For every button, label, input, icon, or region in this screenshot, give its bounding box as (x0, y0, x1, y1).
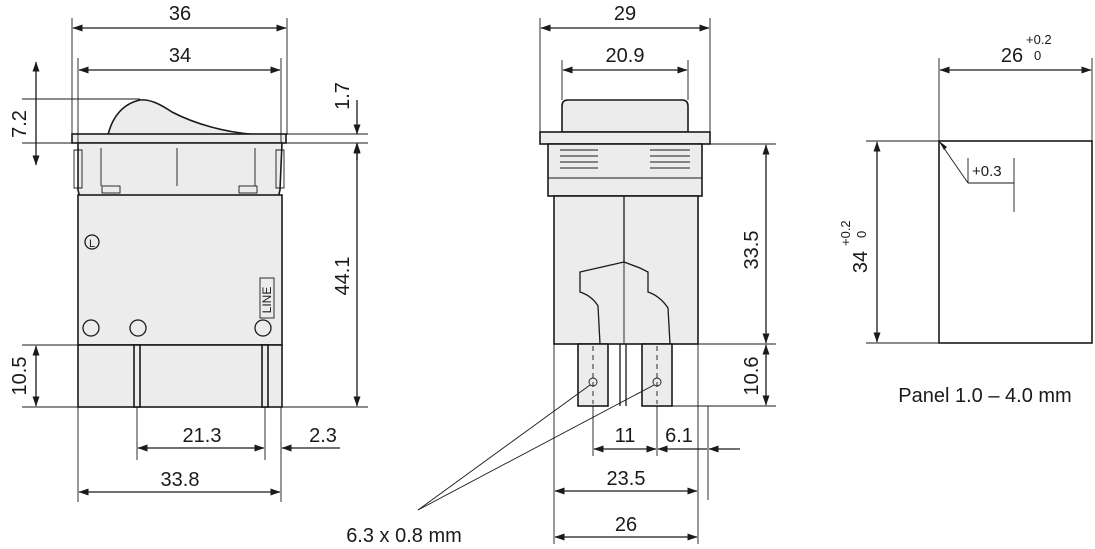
panel-cutout (938, 140, 1093, 344)
body-base (77, 344, 283, 408)
terminal-size-note: 6.3 x 0.8 mm (346, 525, 462, 547)
terminal-pin (261, 344, 269, 408)
dim-terminal-offset: 6.1 (665, 425, 693, 447)
dim-terminal-length: 10.5 (9, 357, 31, 396)
upper-housing (547, 143, 703, 197)
left-view: L LINE 36 34 7.2 1.7 (9, 3, 368, 502)
dim-body-width: 26 (615, 514, 637, 536)
dim-cutout-height-tol-lower: 0 (854, 231, 869, 238)
dim-body-height: 44.1 (332, 257, 354, 296)
dim-rocker-width: 20.9 (606, 45, 645, 67)
switch-body (553, 195, 699, 345)
switch-body (77, 194, 283, 346)
mounting-hole (254, 319, 272, 337)
internal-contact (623, 261, 671, 345)
internal-contact (579, 196, 625, 345)
switch-flange (539, 131, 711, 145)
l-marking-text: L (89, 238, 95, 250)
dim-terminal-gap: 11 (615, 425, 636, 447)
dim-terminal-offset: 2.3 (309, 425, 337, 447)
dim-flange-thickness: 1.7 (332, 82, 354, 110)
dim-cutout-width-tol-lower: 0 (1034, 48, 1041, 63)
dim-cutout-width-tol-upper: +0.2 (1026, 32, 1052, 47)
switch-flange (71, 133, 287, 144)
middle-view: 29 20.9 33.5 10.6 11 6.1 23.5 26 (346, 3, 776, 547)
mounting-hole (82, 319, 100, 337)
dim-overall-width: 29 (614, 3, 636, 25)
mounting-hole (129, 319, 147, 337)
dim-body-height: 33.5 (741, 231, 763, 270)
dim-overall-width: 36 (169, 3, 191, 25)
dim-body-width: 33.8 (161, 469, 200, 491)
rocker-top (561, 99, 689, 133)
line-label: LINE (260, 287, 274, 314)
dim-inner-width: 23.5 (607, 468, 646, 490)
dim-rocker-height: 7.2 (9, 110, 31, 138)
l-marking-circle (84, 234, 100, 250)
dim-terminal-length: 10.6 (741, 357, 763, 396)
rocker-actuator (106, 99, 251, 136)
dim-cutout-width: 26 (1001, 45, 1023, 67)
dim-rocker-width: 34 (169, 45, 191, 67)
dim-cutout-height-tol-upper: +0.2 (838, 220, 853, 246)
dim-cutout-height: 34 (850, 251, 872, 273)
panel-cutout-view: +0.3 26 +0.2 0 34 +0.2 0 Panel 1.0 – 4.0… (838, 32, 1093, 407)
dim-terminal-spacing: 21.3 (183, 425, 222, 447)
corner-tolerance-note: +0.3 (972, 163, 1002, 180)
terminal-pin (133, 344, 141, 408)
panel-thickness-note: Panel 1.0 – 4.0 mm (898, 385, 1071, 407)
